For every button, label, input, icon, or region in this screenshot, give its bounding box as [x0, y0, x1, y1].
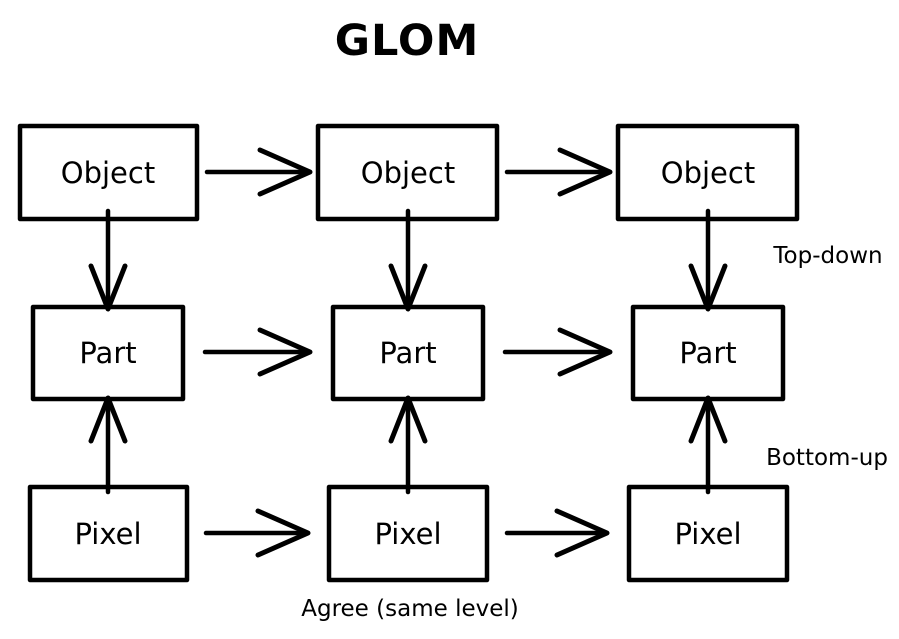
part-3-label: Part	[679, 336, 736, 370]
part-1-box	[30, 304, 186, 402]
arrow-object2-to-object3	[504, 147, 613, 197]
part-2-label: Part	[379, 336, 436, 370]
diagram-title: GLOM	[335, 16, 480, 66]
arrow-bottomup-col1	[88, 395, 128, 495]
arrow-pixel1-to-pixel2	[203, 508, 311, 558]
arrow-bottomup-col2	[388, 395, 428, 495]
bottom-up-annotation: Bottom-up	[766, 445, 888, 471]
arrow-part1-to-part2	[202, 327, 313, 377]
agree-annotation: Agree (same level)	[301, 596, 518, 622]
node-pixel-1: Pixel	[27, 484, 190, 583]
node-object-3: Object	[615, 123, 800, 222]
object-1-label: Object	[61, 156, 155, 190]
node-part-1: Part	[30, 304, 186, 402]
node-part-3: Part	[630, 304, 786, 402]
diagram-root: GLOM Object Object Object Part Part	[17, 16, 888, 622]
part-1-label: Part	[79, 336, 136, 370]
arrow-topdown-col3	[688, 208, 728, 312]
arrow-pixel2-to-pixel3	[504, 508, 610, 558]
arrow-part2-to-part3	[502, 327, 613, 377]
node-part-2: Part	[330, 304, 486, 402]
pixel-3-box	[626, 484, 790, 583]
object-1-box	[17, 123, 200, 222]
arrow-topdown-col1	[88, 208, 128, 312]
arrow-object1-to-object2	[204, 147, 313, 197]
node-pixel-3: Pixel	[626, 484, 790, 583]
part-3-box	[630, 304, 786, 402]
arrow-bottomup-col3	[688, 395, 728, 495]
pixel-3-label: Pixel	[674, 517, 741, 551]
object-2-label: Object	[361, 156, 455, 190]
object-3-label: Object	[661, 156, 755, 190]
top-down-annotation: Top-down	[772, 243, 882, 269]
node-object-1: Object	[17, 123, 200, 222]
pixel-1-box	[27, 484, 190, 583]
pixel-2-box	[326, 484, 490, 583]
node-pixel-2: Pixel	[326, 484, 490, 583]
pixel-2-label: Pixel	[374, 517, 441, 551]
node-object-2: Object	[315, 123, 500, 222]
pixel-1-label: Pixel	[74, 517, 141, 551]
arrow-topdown-col2	[388, 208, 428, 312]
